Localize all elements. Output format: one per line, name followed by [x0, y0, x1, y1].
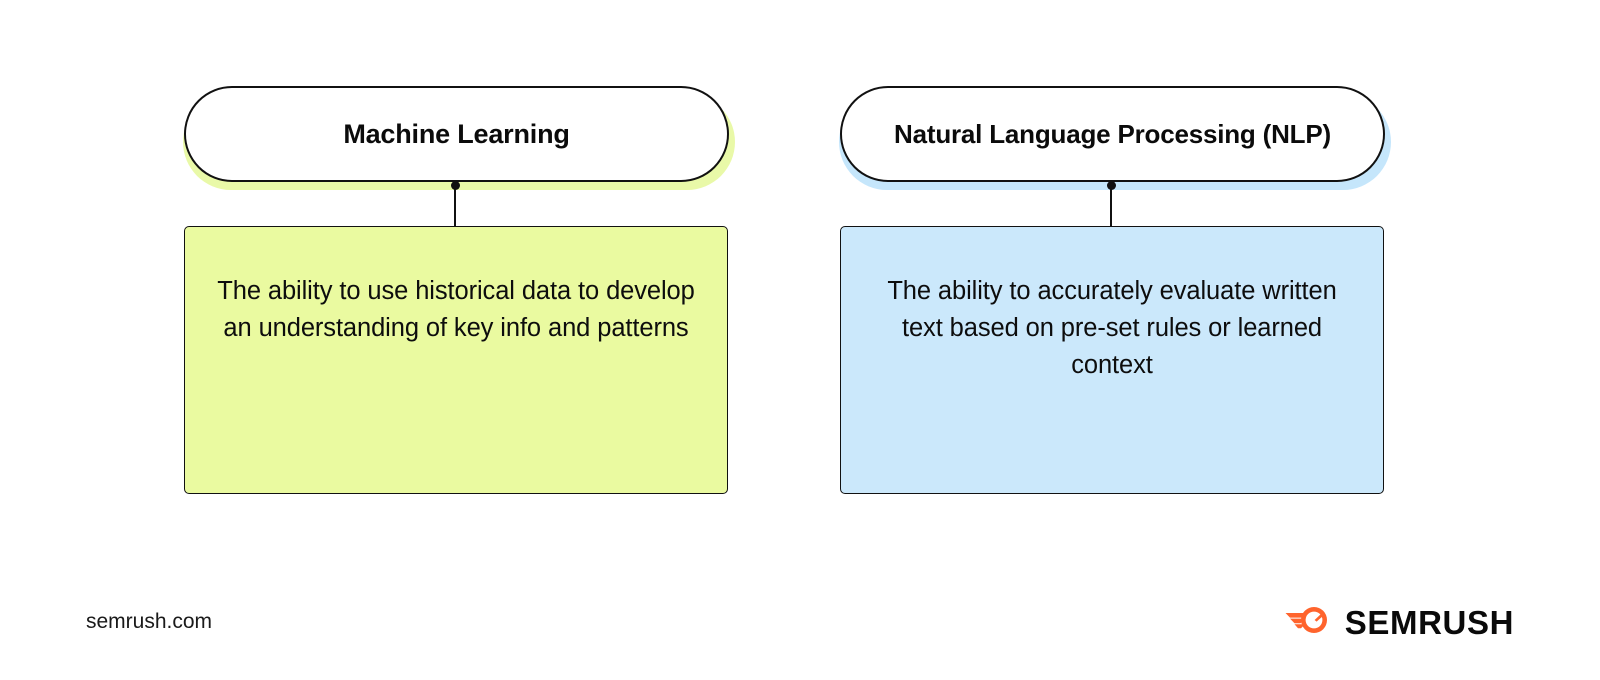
semrush-brand-lockup: SEMRUSH [1284, 602, 1514, 643]
connector-dot [450, 180, 460, 190]
connector-line [454, 185, 456, 227]
concept-title: Natural Language Processing (NLP) [894, 118, 1331, 149]
description-box: The ability to use historical data to de… [184, 226, 728, 494]
header-pill-machine-learning: Machine Learning [175, 86, 735, 190]
header-pill-body: Machine Learning [184, 86, 729, 182]
header-pill-body: Natural Language Processing (NLP) [840, 86, 1385, 182]
connector-line [1110, 185, 1112, 227]
description-box: The ability to accurately evaluate writt… [840, 226, 1384, 494]
header-pill-nlp: Natural Language Processing (NLP) [831, 86, 1391, 190]
concept-column-natural-language-processing: Natural Language Processing (NLP) The ab… [831, 0, 1391, 520]
footer-source-url: semrush.com [86, 610, 213, 633]
semrush-comet-icon [1284, 602, 1330, 643]
concept-description: The ability to use historical data to de… [217, 277, 695, 342]
concept-title: Machine Learning [343, 118, 570, 149]
concept-column-machine-learning: Machine Learning The ability to use hist… [175, 0, 735, 520]
concept-description: The ability to accurately evaluate writt… [887, 277, 1337, 379]
connector-dot [1106, 180, 1116, 190]
semrush-wordmark: SEMRUSH [1344, 604, 1514, 641]
